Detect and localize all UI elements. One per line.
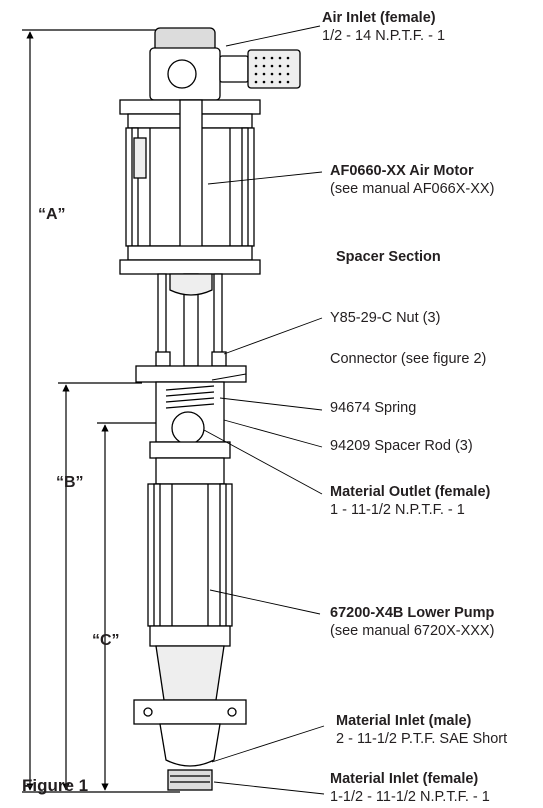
connector-label: Connector (see figure 2) [330,351,487,367]
spring [165,385,215,409]
spacer-rod-callout: 94209 Spacer Rod (3) [330,437,473,455]
leader-air-motor [207,171,323,185]
material-outlet-port [171,411,205,445]
leader-material-inlet-male [211,725,325,763]
spacer-nut-left [155,351,171,367]
dimension-lines [22,29,180,793]
nut-callout: Y85-29-C Nut (3) [330,309,440,327]
pump-drawing [119,27,301,791]
material-outlet-spec: 1 - 11-1/2 N.P.T.F. - 1 [330,502,465,518]
material-inlet-female-title: Material Inlet (female) [330,771,479,787]
leader-material-outlet [203,429,323,495]
material-inlet-male-title: Material Inlet (male) [336,713,472,729]
material-inlet-female [167,769,213,791]
motor-bottom-plate [119,259,261,275]
air-inlet-spec: 1/2 - 14 N.P.T.F. - 1 [322,28,446,44]
motor-tie-rod-right [241,127,249,247]
inlet-threads [170,775,210,783]
pump-tie-rod-left [153,483,161,627]
leader-nut [223,317,323,355]
air-motor-title: AF0660-XX Air Motor [330,163,474,179]
material-inlet-male [159,723,221,767]
bottom-bolt-right [227,707,237,717]
dimension-label-a: “A” [38,206,66,223]
spacer-section-title: Spacer Section [336,249,441,265]
nut-label: Y85-29-C Nut (3) [330,310,441,326]
air-motor-manual: (see manual AF066X-XX) [330,181,495,197]
outlet-flange [149,441,231,459]
pump-tie-rod-right [219,483,227,627]
spacer-rod-label: 94209 Spacer Rod (3) [330,438,473,454]
leader-lower-pump [209,589,321,615]
air-valve-plug [167,59,197,89]
air-inlet-title: Air Inlet (female) [322,10,436,26]
lower-pump-manual: (see manual 6720X-XXX) [330,623,495,639]
lower-pump-callout: 67200-X4B Lower Pump (see manual 6720X-X… [330,604,494,640]
material-inlet-male-callout: Material Inlet (male) 2 - 11-1/2 P.T.F. … [336,712,507,748]
leader-air-inlet [225,25,321,47]
material-outlet-callout: Material Outlet (female) 1 - 11-1/2 N.P.… [330,483,490,519]
leader-spring [219,397,323,411]
dimension-label-b: “B” [56,474,84,491]
pump-foot-valve [155,645,225,701]
pump-cylinder [147,483,233,627]
leader-lines [203,25,325,795]
air-motor-callout: AF0660-XX Air Motor (see manual AF066X-X… [330,162,494,198]
connector-callout: Connector (see figure 2) [330,350,486,368]
leader-connector [211,373,247,381]
material-inlet-male-spec: 2 - 11-1/2 P.T.F. SAE Short [336,731,508,747]
connector-plate [135,365,247,383]
spacer-section-callout: Spacer Section [336,248,441,266]
pump-bottom-nut [149,625,231,647]
spacer-nut-right [211,351,227,367]
figure-caption: Figure 1 [22,776,89,795]
leader-spacer-rod [223,419,323,448]
muffler-holes [254,56,290,84]
spring-label: 94674 Spring [330,400,417,416]
spacer-adapter [169,273,213,296]
air-inlet-fitting [219,55,249,83]
bottom-bolt-left [143,707,153,717]
leader-material-inlet-female [213,781,325,795]
air-inlet-callout: Air Inlet (female) 1/2 - 14 N.P.T.F. - 1 [322,9,445,45]
lower-pump-title: 67200-X4B Lower Pump [330,605,495,621]
air-muffler [247,49,301,89]
material-outlet-title: Material Outlet (female) [330,484,491,500]
material-inlet-female-spec: 1-1/2 - 11-1/2 N.P.T.F. - 1 [330,789,490,805]
material-inlet-female-callout: Material Inlet (female) 1-1/2 - 11-1/2 N… [330,770,490,806]
motor-bottom-cap [127,245,253,261]
spring-callout: 94674 Spring [330,399,416,417]
pump-top-nut [155,457,225,485]
motor-label-plate [133,137,147,179]
dimension-label-c: “C” [92,632,120,649]
